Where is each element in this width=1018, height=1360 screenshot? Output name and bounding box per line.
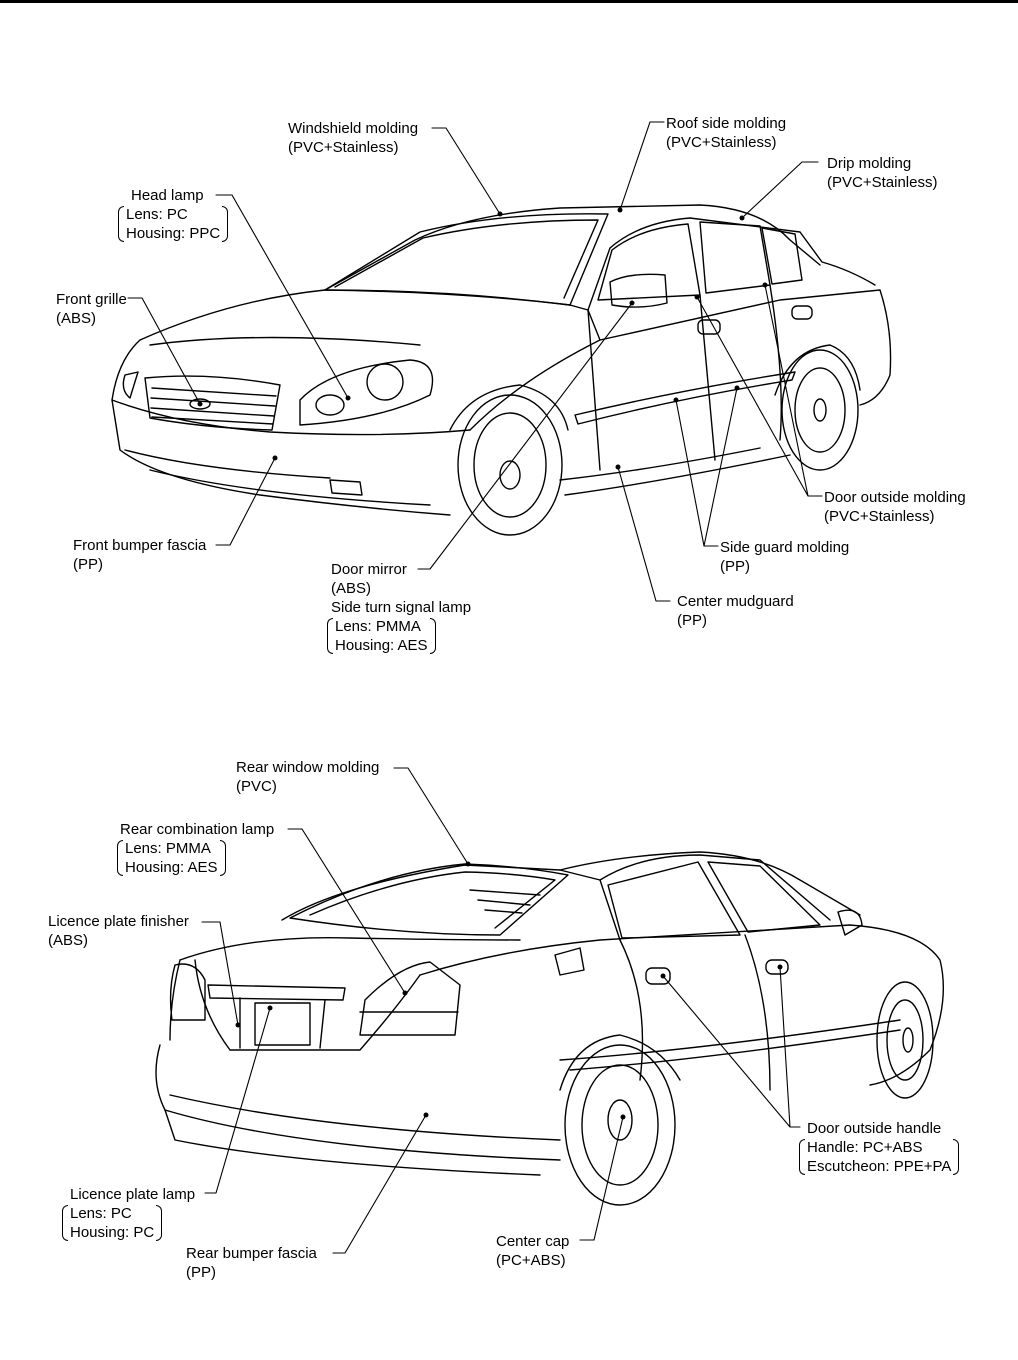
housing-spec: Housing: PPC xyxy=(126,225,221,242)
part-material: (PVC+Stainless) xyxy=(288,139,399,156)
material-bracket: Handle: PC+ABS Escutcheon: PPE+PA xyxy=(798,1138,960,1176)
material-bracket: Lens: PC Housing: PC xyxy=(61,1204,163,1242)
part-material: (PVC+Stainless) xyxy=(666,134,777,151)
part-name: Front grille xyxy=(56,291,127,308)
part-name: Front bumper fascia xyxy=(73,537,207,554)
part-name: Door mirror xyxy=(331,561,407,578)
part-name: Door outside handle xyxy=(807,1120,942,1137)
part-material: (PVC+Stainless) xyxy=(824,508,935,525)
lens-spec: Lens: PMMA xyxy=(125,840,211,857)
part-material: (ABS) xyxy=(48,932,89,949)
material-bracket: Lens: PMMA Housing: AES xyxy=(117,839,226,877)
licence-plate-lamp-label: Licence plate lamp Lens: PC Housing: PC xyxy=(61,1185,196,1242)
part-name: Rear combination lamp xyxy=(120,821,275,838)
roof-side-molding-label: Roof side molding (PVC+Stainless) xyxy=(666,114,786,152)
lens-spec: Lens: PC xyxy=(70,1205,132,1222)
front-bumper-fascia-label: Front bumper fascia (PP) xyxy=(73,536,206,574)
housing-spec: Housing: AES xyxy=(335,637,428,654)
part-material: (PP) xyxy=(73,556,103,573)
attachment-points xyxy=(197,207,783,1120)
part-name: Center cap xyxy=(496,1233,570,1250)
material-bracket: Lens: PMMA Housing: AES xyxy=(327,617,436,655)
part-name: Rear bumper fascia xyxy=(186,1245,317,1262)
housing-spec: Housing: PC xyxy=(70,1224,155,1241)
front-grille-label: Front grille (ABS) xyxy=(56,290,127,328)
part-name: Licence plate finisher xyxy=(48,913,189,930)
windshield-molding-label: Windshield molding (PVC+Stainless) xyxy=(288,119,418,157)
part-material: (PP) xyxy=(186,1264,216,1281)
rear-combination-lamp-label: Rear combination lamp Lens: PMMA Housing… xyxy=(117,820,275,877)
sub-part-name: Side turn signal lamp xyxy=(331,599,472,616)
escutcheon-spec: Escutcheon: PPE+PA xyxy=(807,1158,952,1175)
part-name: Drip molding xyxy=(827,155,912,172)
side-guard-molding-label: Side guard molding (PP) xyxy=(720,538,849,576)
part-name: Head lamp xyxy=(131,187,204,204)
front-car-illustration xyxy=(111,204,892,536)
door-outside-molding-label: Door outside molding (PVC+Stainless) xyxy=(824,488,966,526)
leader-lines xyxy=(127,121,823,1254)
page-top-rule xyxy=(0,0,1018,3)
housing-spec: Housing: AES xyxy=(125,859,218,876)
part-name: Licence plate lamp xyxy=(70,1186,196,1203)
drip-molding-label: Drip molding (PVC+Stainless) xyxy=(827,154,937,192)
lens-spec: Lens: PC xyxy=(126,206,188,223)
center-mudguard-label: Center mudguard (PP) xyxy=(677,592,794,630)
part-material: (ABS) xyxy=(331,580,372,597)
part-name: Center mudguard xyxy=(677,593,794,610)
part-name: Door outside molding xyxy=(824,489,966,506)
rear-window-molding-label: Rear window molding (PVC) xyxy=(236,758,379,796)
part-material: (PC+ABS) xyxy=(496,1252,566,1269)
rear-car-illustration xyxy=(155,851,944,1206)
part-material: (PVC+Stainless) xyxy=(827,174,938,191)
part-material: (ABS) xyxy=(56,310,97,327)
material-bracket: Lens: PC Housing: PPC xyxy=(117,205,229,243)
part-material: (PVC) xyxy=(236,778,277,795)
part-name: Side guard molding xyxy=(720,539,850,556)
part-material: (PP) xyxy=(677,612,707,629)
door-mirror-label: Door mirror (ABS) Side turn signal lamp … xyxy=(327,560,472,655)
licence-plate-finisher-label: Licence plate finisher (ABS) xyxy=(48,912,189,950)
head-lamp-label: Head lamp Lens: PC Housing: PPC xyxy=(117,186,229,243)
door-outside-handle-label: Door outside handle Handle: PC+ABS Escut… xyxy=(798,1119,960,1176)
part-name: Rear window molding xyxy=(236,759,380,776)
center-cap-label: Center cap (PC+ABS) xyxy=(496,1232,569,1270)
part-name: Windshield molding xyxy=(288,120,419,137)
rear-bumper-fascia-label: Rear bumper fascia (PP) xyxy=(186,1244,317,1282)
part-name: Roof side molding xyxy=(666,115,787,132)
part-material: (PP) xyxy=(720,558,750,575)
handle-spec: Handle: PC+ABS xyxy=(807,1139,923,1156)
lens-spec: Lens: PMMA xyxy=(335,618,421,635)
